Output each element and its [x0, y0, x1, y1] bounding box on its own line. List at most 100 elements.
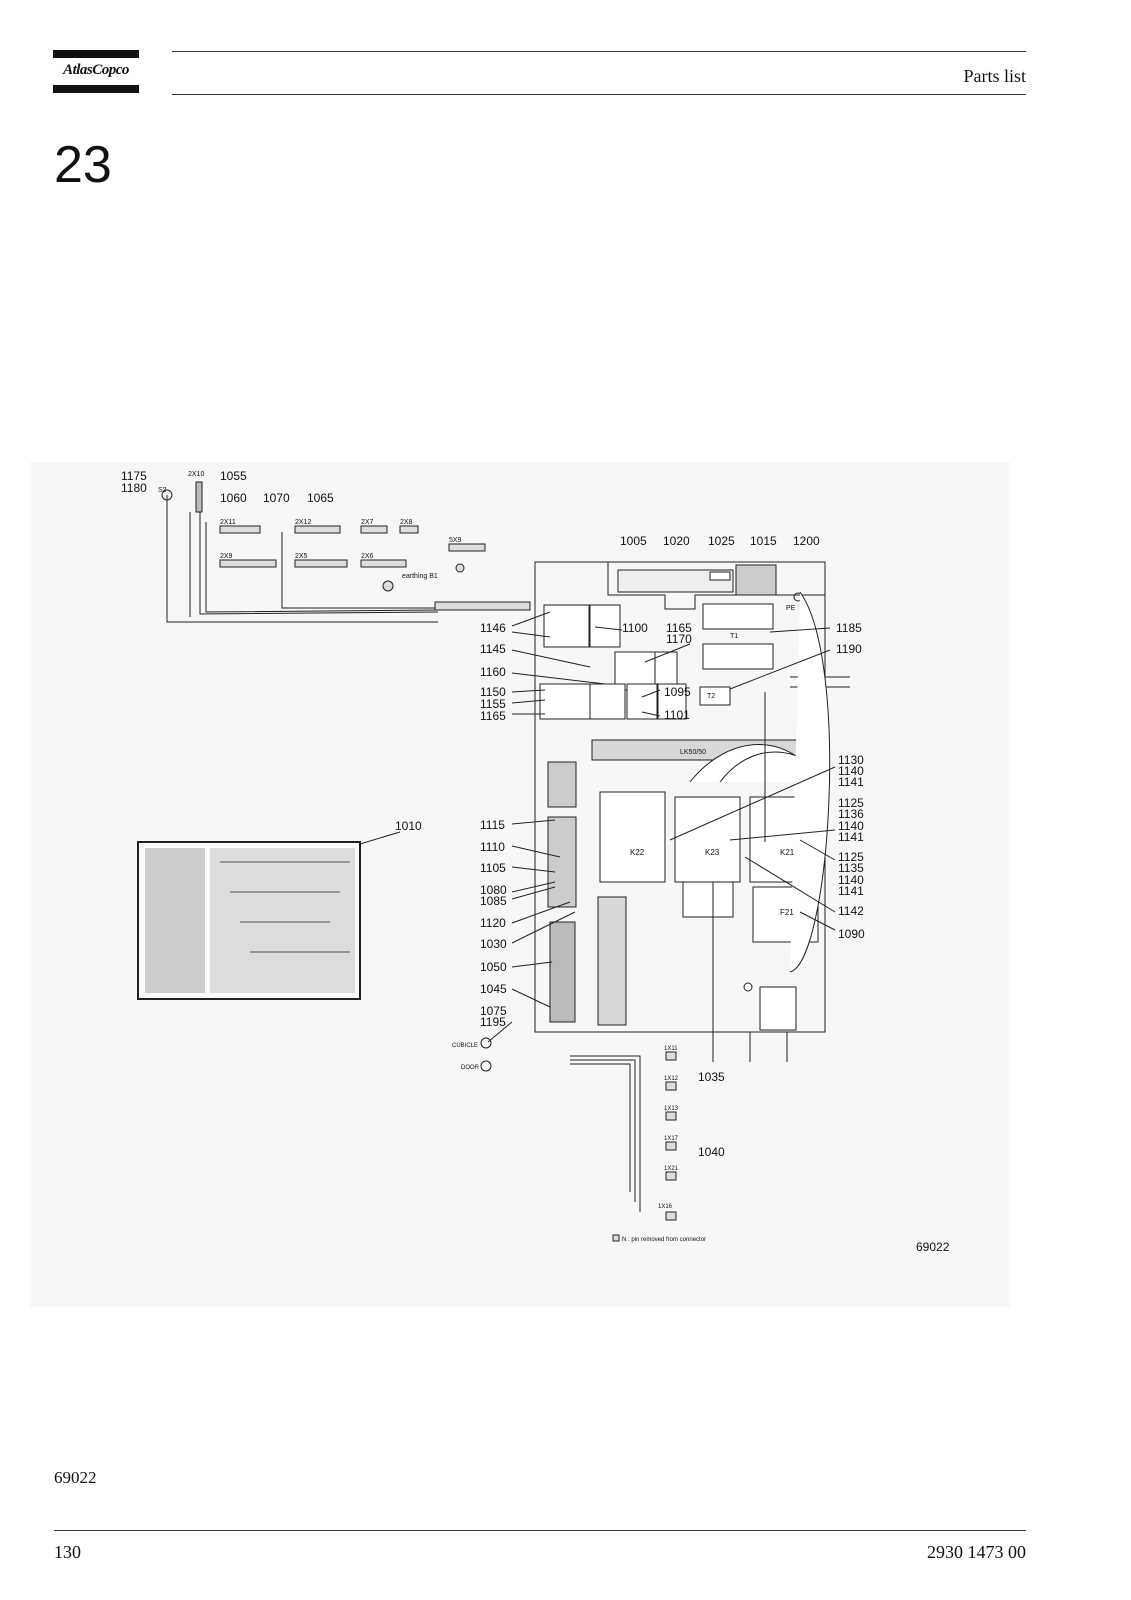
- callout-1010: 1010: [395, 819, 422, 833]
- callout-1105: 1105: [480, 861, 506, 875]
- callout-1110: 1110: [480, 840, 505, 854]
- callout-1065: 1065: [307, 491, 334, 505]
- label-2x12: 2X12: [295, 519, 311, 526]
- label-pe: PE: [786, 605, 796, 612]
- callout-1100: 1100: [622, 621, 648, 635]
- callout-1155: 1155: [480, 697, 506, 711]
- label-lk50-50: LK50/50: [680, 749, 706, 756]
- callout-1165-bottom: 1165: [480, 709, 506, 723]
- callout-1090: 1090: [838, 927, 865, 941]
- callout-1190: 1190: [836, 642, 862, 656]
- callout-1130: 1130: [838, 753, 864, 767]
- callout-1045: 1045: [480, 982, 507, 996]
- callout-1141-a: 1141: [838, 775, 864, 789]
- label-2x9: 2X9: [220, 553, 233, 560]
- contactors: [599, 591, 850, 1031]
- callout-1070: 1070: [263, 491, 290, 505]
- callout-1135: 1135: [838, 861, 864, 875]
- header-rule-top: [172, 51, 1026, 52]
- terminal-strip: [547, 761, 577, 1023]
- fuse-blocks: [539, 603, 774, 720]
- label-2x8: 2X8: [400, 519, 413, 526]
- bottom-connectors: [480, 882, 788, 1242]
- callout-1055: 1055: [220, 469, 247, 483]
- callout-1175: 1175: [121, 469, 147, 483]
- label-1x11: 1X11: [664, 1046, 678, 1052]
- callout-1095: 1095: [664, 685, 691, 699]
- label-earthing-b1: earthing B1: [402, 573, 438, 580]
- label-t2: T2: [707, 693, 715, 700]
- label-door: DOOR: [461, 1065, 480, 1071]
- document-number: 2930 1473 00: [927, 1542, 1026, 1562]
- callout-1020: 1020: [663, 534, 690, 548]
- callout-1160: 1160: [480, 665, 506, 679]
- label-1x17: 1X17: [664, 1136, 679, 1142]
- label-k22: K22: [630, 848, 645, 857]
- label-2x6: 2X6: [361, 553, 374, 560]
- connector-strips: [219, 525, 486, 592]
- callout-1165-top: 1165: [666, 621, 692, 635]
- wiring-diagram-inset: [137, 841, 361, 1000]
- label-cubicle: CUBICLE: [452, 1043, 478, 1049]
- callout-1015: 1015: [750, 534, 777, 548]
- label-2x5: 2X5: [295, 553, 308, 560]
- callout-1115: 1115: [480, 818, 505, 832]
- section-number: 23: [54, 136, 112, 194]
- callout-1142: 1142: [838, 904, 864, 918]
- figure-code-in-figure: 69022: [916, 1240, 950, 1254]
- callout-1005: 1005: [620, 534, 647, 548]
- callout-1195: 1195: [480, 1015, 506, 1029]
- atlas-copco-logo: AtlasCopco: [53, 50, 139, 94]
- callout-1170: 1170: [666, 632, 692, 646]
- callout-1141-c: 1141: [838, 884, 864, 898]
- callout-1120: 1120: [480, 916, 506, 930]
- callout-1040: 1040: [698, 1145, 725, 1159]
- electrical-cubicle-diagram: 1175 1180 S2 2X10 1055 1060 1070 1065 2X…: [121, 469, 950, 1254]
- label-k21: K21: [780, 848, 795, 857]
- legend-pin-removed: N : pin removed from connector: [622, 1237, 706, 1243]
- label-2x7: 2X7: [361, 519, 374, 526]
- label-1x13: 1X13: [664, 1106, 679, 1112]
- page-number: 130: [54, 1542, 81, 1562]
- callout-1050: 1050: [480, 960, 507, 974]
- callout-1025: 1025: [708, 534, 735, 548]
- label-1x12: 1X12: [664, 1076, 679, 1082]
- callout-1200: 1200: [793, 534, 820, 548]
- label-2x11: 2X11: [220, 519, 236, 526]
- label-k23: K23: [705, 848, 720, 857]
- callout-1030: 1030: [480, 937, 507, 951]
- footer-rule: [54, 1530, 1026, 1531]
- cubicle-frame: [534, 561, 826, 1033]
- callout-1125-a: 1125: [838, 796, 864, 810]
- label-1x16: 1X16: [658, 1204, 673, 1210]
- label-2x10: 2X10: [188, 471, 204, 478]
- label-t1: T1: [730, 633, 738, 640]
- callout-1146: 1146: [480, 621, 506, 635]
- callout-1140-a: 1140: [838, 764, 864, 778]
- callout-1145: 1145: [480, 642, 506, 656]
- leader-lines: [359, 611, 836, 1043]
- callout-1125-b: 1125: [838, 850, 864, 864]
- callout-1075: 1075: [480, 1004, 507, 1018]
- cable-harness: [161, 481, 531, 623]
- callout-1180: 1180: [121, 481, 147, 495]
- callout-1060: 1060: [220, 491, 247, 505]
- callout-1140-c: 1140: [838, 873, 864, 887]
- callout-1035: 1035: [698, 1070, 725, 1084]
- callout-1141-b: 1141: [838, 830, 864, 844]
- callout-1140-b: 1140: [838, 819, 864, 833]
- header-rule-bottom: [172, 94, 1026, 95]
- figure-code: 69022: [54, 1468, 97, 1487]
- callout-1136: 1136: [838, 807, 864, 821]
- label-f21: F21: [780, 908, 794, 917]
- label-5x9: 5X9: [449, 537, 462, 544]
- header-title: Parts list: [963, 66, 1026, 86]
- label-s2: S2: [158, 487, 167, 494]
- callout-1150: 1150: [480, 685, 506, 699]
- callout-1085: 1085: [480, 894, 507, 908]
- label-1x21: 1X21: [664, 1166, 679, 1172]
- callout-1101: 1101: [664, 708, 690, 722]
- callout-1185: 1185: [836, 621, 862, 635]
- callout-1080: 1080: [480, 883, 507, 897]
- s2-switch-symbol: [161, 489, 173, 501]
